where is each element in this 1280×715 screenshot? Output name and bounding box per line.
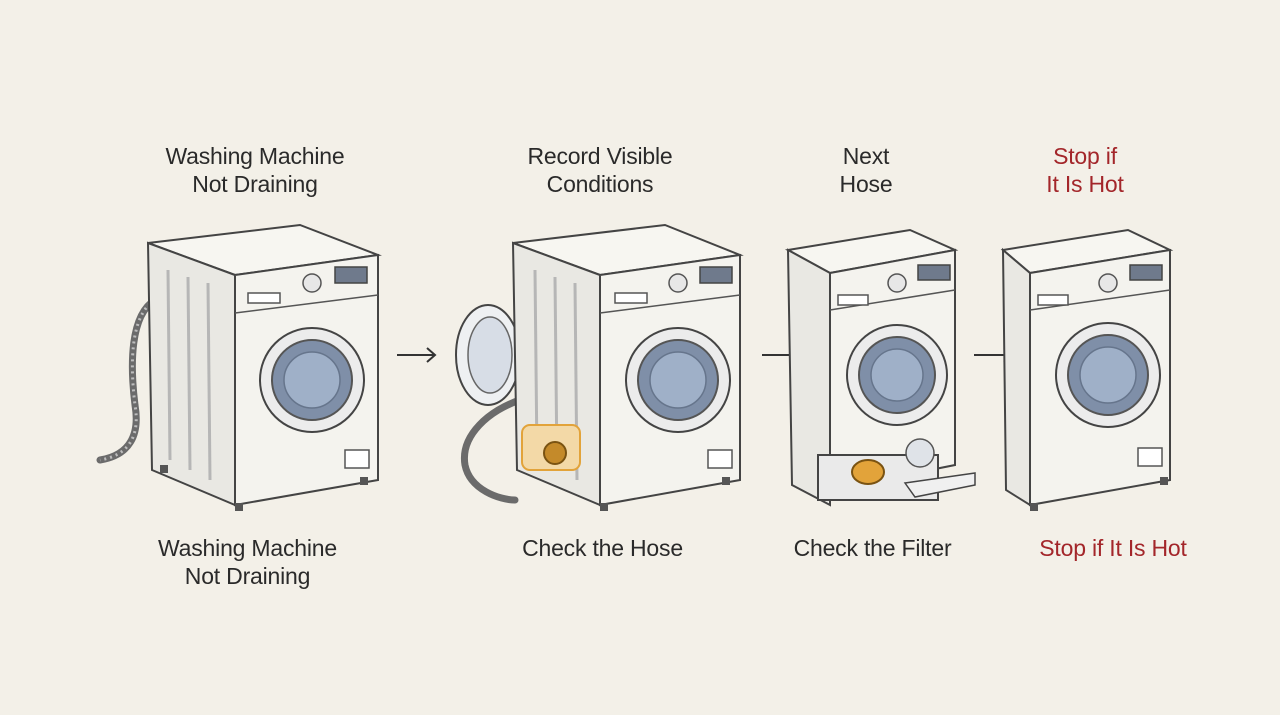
step-4-bottom-label: Stop if It Is Hot: [1008, 534, 1218, 562]
step-1-bottom-line-1: Washing Machine: [158, 535, 337, 561]
step-1-top-label: Washing Machine Not Draining: [135, 142, 375, 198]
step-4-top-label: Stop if It Is Hot: [985, 142, 1185, 198]
step-1-top-line-2: Not Draining: [192, 171, 318, 197]
step-2-top-label: Record Visible Conditions: [480, 142, 720, 198]
step-3-bottom-label: Check the Filter: [760, 534, 985, 562]
step-3-top-line-2: Hose: [839, 171, 893, 197]
open-door-icon: [455, 304, 521, 406]
step-3-bottom-line-1: Check the Filter: [793, 535, 952, 561]
washing-machine-icon: [784, 228, 976, 507]
step-1-top-line-1: Washing Machine: [165, 143, 345, 169]
washing-machine-icon: [455, 223, 744, 511]
step-2-top-line-2: Conditions: [546, 171, 654, 197]
arrow-right-icon: [397, 347, 437, 363]
step-3-top-label: Next Hose: [766, 142, 966, 198]
step-4-top-line-1: Stop if: [1053, 143, 1117, 169]
step-1-bottom-label: Washing Machine Not Draining: [125, 534, 370, 590]
step-4-top-line-2: It Is Hot: [1046, 171, 1124, 197]
washing-machine-icon: [1000, 228, 1174, 511]
step-1-bottom-line-2: Not Draining: [184, 563, 311, 589]
step-2-top-line-1: Record Visible: [527, 143, 673, 169]
washing-machine-icon: [96, 223, 382, 511]
step-2-bottom-line-1: Check the Hose: [522, 535, 683, 561]
drain-filter-icon: [817, 438, 976, 501]
step-3-top-line-1: Next: [842, 143, 890, 169]
drain-hose-icon: [460, 396, 524, 504]
step-2-bottom-label: Check the Hose: [480, 534, 725, 562]
drain-hose-icon: [96, 296, 159, 464]
step-4-bottom-line-1: Stop if It Is Hot: [1039, 535, 1187, 561]
